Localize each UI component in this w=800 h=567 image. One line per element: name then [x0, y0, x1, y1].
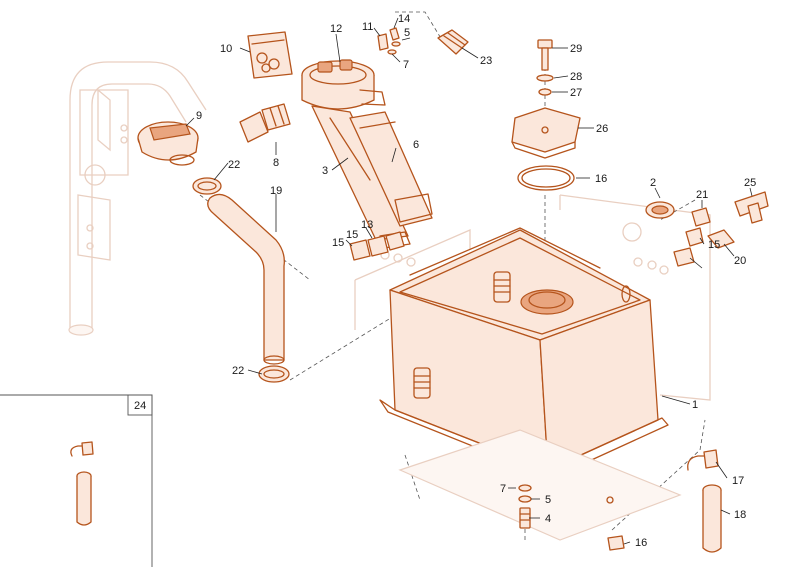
part-23-hose-fitting [437, 29, 469, 55]
ghost-mounting-plate [559, 194, 711, 401]
part-16-drain-plug [607, 535, 625, 551]
callout-15-left-2: 15 [346, 229, 358, 241]
inset-24: 24 [0, 394, 153, 567]
callout-23: 23 [480, 55, 492, 67]
callout-11: 11 [362, 21, 373, 33]
part-15-fittings-right [673, 227, 704, 267]
part-22-hose-clamp-upper [192, 177, 222, 195]
part-29-bolt [537, 39, 553, 71]
leader-lines [185, 17, 753, 545]
callout-7-top: 7 [403, 59, 409, 71]
part-20-elbow-fitting [707, 229, 735, 249]
bottom-pad [398, 429, 682, 541]
callout-16-o-ring: 16 [595, 173, 607, 185]
part-11-14-small-fittings [377, 27, 401, 55]
part-3-pump-tube [311, 105, 433, 249]
callout-26: 26 [596, 123, 608, 135]
callout-8: 8 [273, 157, 279, 169]
part-7-washer-bottom [518, 484, 532, 492]
callout-5-bottom: 5 [545, 494, 551, 506]
part-10-seal-bag [247, 31, 293, 79]
callout-20: 20 [734, 255, 746, 267]
callout-29: 29 [570, 43, 582, 55]
callout-17: 17 [732, 475, 744, 487]
callout-27: 27 [570, 87, 582, 99]
callout-25: 25 [744, 177, 756, 189]
callout-15-right: 15 [708, 239, 720, 251]
part-26-cover [511, 107, 581, 159]
callout-1: 1 [692, 399, 698, 411]
callout-18: 18 [734, 509, 746, 521]
part-18-pipe [702, 484, 722, 553]
part-13-15-fittings-left [349, 231, 405, 261]
ghost-filler-frame [68, 61, 207, 336]
callout-9: 9 [196, 110, 202, 122]
part-17-hose-fitting [687, 449, 719, 471]
callout-21: 21 [696, 189, 708, 201]
part-28-washer [536, 74, 554, 82]
part-8-nipple-fitting [239, 103, 291, 143]
callout-5-top: 5 [404, 27, 410, 39]
part-12-pump-head [301, 59, 386, 110]
part-1-fuel-tank [379, 227, 669, 479]
callout-13: 13 [361, 219, 373, 231]
callouts: 1 2 3 4 5 5 6 7 7 8 9 10 11 12 13 14 15 … [196, 13, 756, 549]
part-27-washer [538, 88, 552, 96]
part-19-filler-hose [207, 193, 285, 365]
callout-22-upper: 22 [228, 159, 240, 171]
callout-28: 28 [570, 71, 582, 83]
part-4-bolt-bottom [519, 507, 531, 529]
callout-12: 12 [330, 23, 342, 35]
part-21-fitting [691, 207, 711, 227]
callout-10: 10 [220, 43, 232, 55]
inset-24-label-box [127, 394, 153, 416]
callout-15-left: 15 [332, 237, 344, 249]
inset-24-label: 24 [134, 400, 146, 412]
part-5-washer-bottom [518, 495, 532, 503]
part-2-grommet [645, 201, 675, 219]
callout-4: 4 [545, 513, 551, 525]
callout-22-lower: 22 [232, 365, 244, 377]
ghost-rear-plate [354, 229, 471, 330]
callout-3: 3 [322, 165, 328, 177]
part-22-hose-clamp-lower [258, 365, 290, 383]
part-16-o-ring [517, 165, 575, 191]
part-9-fuel-cap [137, 121, 199, 166]
callout-19: 19 [270, 185, 282, 197]
callout-14: 14 [398, 13, 410, 25]
part-25-tee-fitting [734, 191, 769, 224]
callout-16-plug: 16 [635, 537, 647, 549]
callout-2: 2 [650, 177, 656, 189]
callout-7-bottom: 7 [500, 483, 506, 495]
callout-6: 6 [413, 139, 419, 151]
